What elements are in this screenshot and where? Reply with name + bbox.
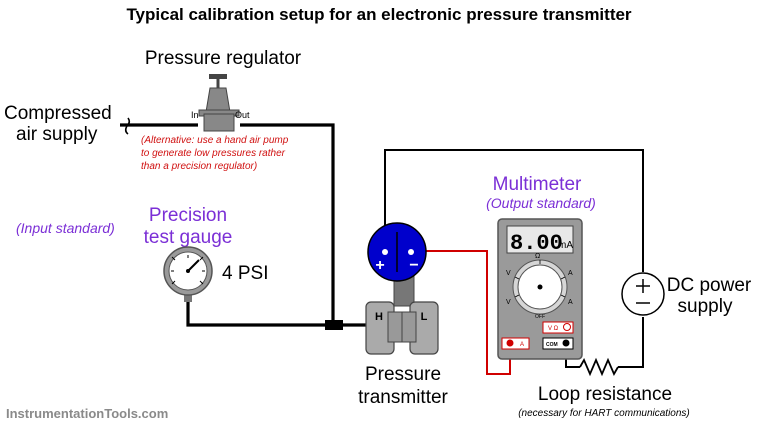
svg-text:V: V bbox=[506, 299, 511, 306]
transmitter-plus-terminal: + bbox=[375, 257, 384, 274]
transmitter-label-2: transmitter bbox=[358, 387, 448, 408]
regulator-in-label: In bbox=[191, 110, 199, 120]
multimeter-label: Multimeter bbox=[493, 174, 582, 195]
pneumatic-tubing bbox=[120, 123, 372, 327]
loop-resistance-note: (necessary for HART communications) bbox=[518, 408, 690, 419]
gauge-needle-icon bbox=[187, 259, 200, 272]
watermark: InstrumentationTools.com bbox=[6, 406, 168, 421]
pressure-transmitter[interactable] bbox=[365, 222, 439, 355]
alternative-note-3: than a precision regulator) bbox=[141, 161, 257, 172]
input-standard-label: (Input standard) bbox=[16, 220, 115, 236]
alternative-note: (Alternative: use a hand air pump to gen… bbox=[141, 135, 289, 172]
regulator-label: Pressure regulator bbox=[145, 48, 302, 69]
gauge-label-2: test gauge bbox=[144, 227, 233, 248]
power-supply-label-2: supply bbox=[678, 296, 733, 317]
alternative-note-1: (Alternative: use a hand air pump bbox=[141, 135, 289, 146]
loop-resistance-label: Loop resistance bbox=[538, 384, 672, 405]
tee-fitting bbox=[325, 320, 343, 330]
transmitter-minus-terminal: − bbox=[409, 257, 418, 274]
meter-jack-com: COM bbox=[546, 342, 558, 348]
precision-test-gauge[interactable] bbox=[163, 246, 213, 302]
power-supply-label-1: DC power bbox=[667, 275, 752, 296]
air-supply-label-1: Compressed bbox=[4, 103, 112, 124]
supply-break-icon bbox=[124, 117, 131, 135]
svg-text:A: A bbox=[568, 299, 573, 306]
loop-wiring bbox=[384, 149, 644, 375]
gauge-reading: 4 PSI bbox=[222, 263, 268, 284]
output-standard-label: (Output standard) bbox=[486, 195, 596, 211]
dc-power-supply[interactable] bbox=[621, 272, 665, 316]
meter-display-unit: mA bbox=[558, 240, 573, 251]
meter-display-value: 8.00 bbox=[510, 231, 563, 256]
diagram-title: Typical calibration setup for an electro… bbox=[126, 5, 631, 24]
svg-text:Ω: Ω bbox=[535, 253, 540, 260]
meter-off-label: OFF bbox=[535, 314, 545, 320]
svg-text:A: A bbox=[568, 270, 573, 277]
meter-jack-a: A bbox=[520, 342, 524, 348]
meter-jack-vohm: V Ω bbox=[548, 326, 559, 332]
gauge-label-1: Precision bbox=[149, 205, 227, 226]
loop-resistor-icon bbox=[579, 357, 619, 377]
regulator-out-label: Out bbox=[235, 110, 250, 120]
svg-text:V: V bbox=[506, 270, 511, 277]
meter-com-jack-icon bbox=[562, 339, 570, 347]
multimeter[interactable]: Ω V A V A OFF V Ω A COM bbox=[497, 218, 583, 360]
air-supply-label-2: air supply bbox=[16, 124, 98, 145]
alternative-note-2: to generate low pressures rather bbox=[141, 148, 286, 159]
pressure-regulator[interactable] bbox=[198, 74, 240, 132]
meter-a-jack-icon bbox=[506, 339, 514, 347]
port-high-label: H bbox=[375, 311, 383, 323]
port-low-label: L bbox=[421, 311, 428, 323]
transmitter-label-1: Pressure bbox=[365, 364, 441, 385]
